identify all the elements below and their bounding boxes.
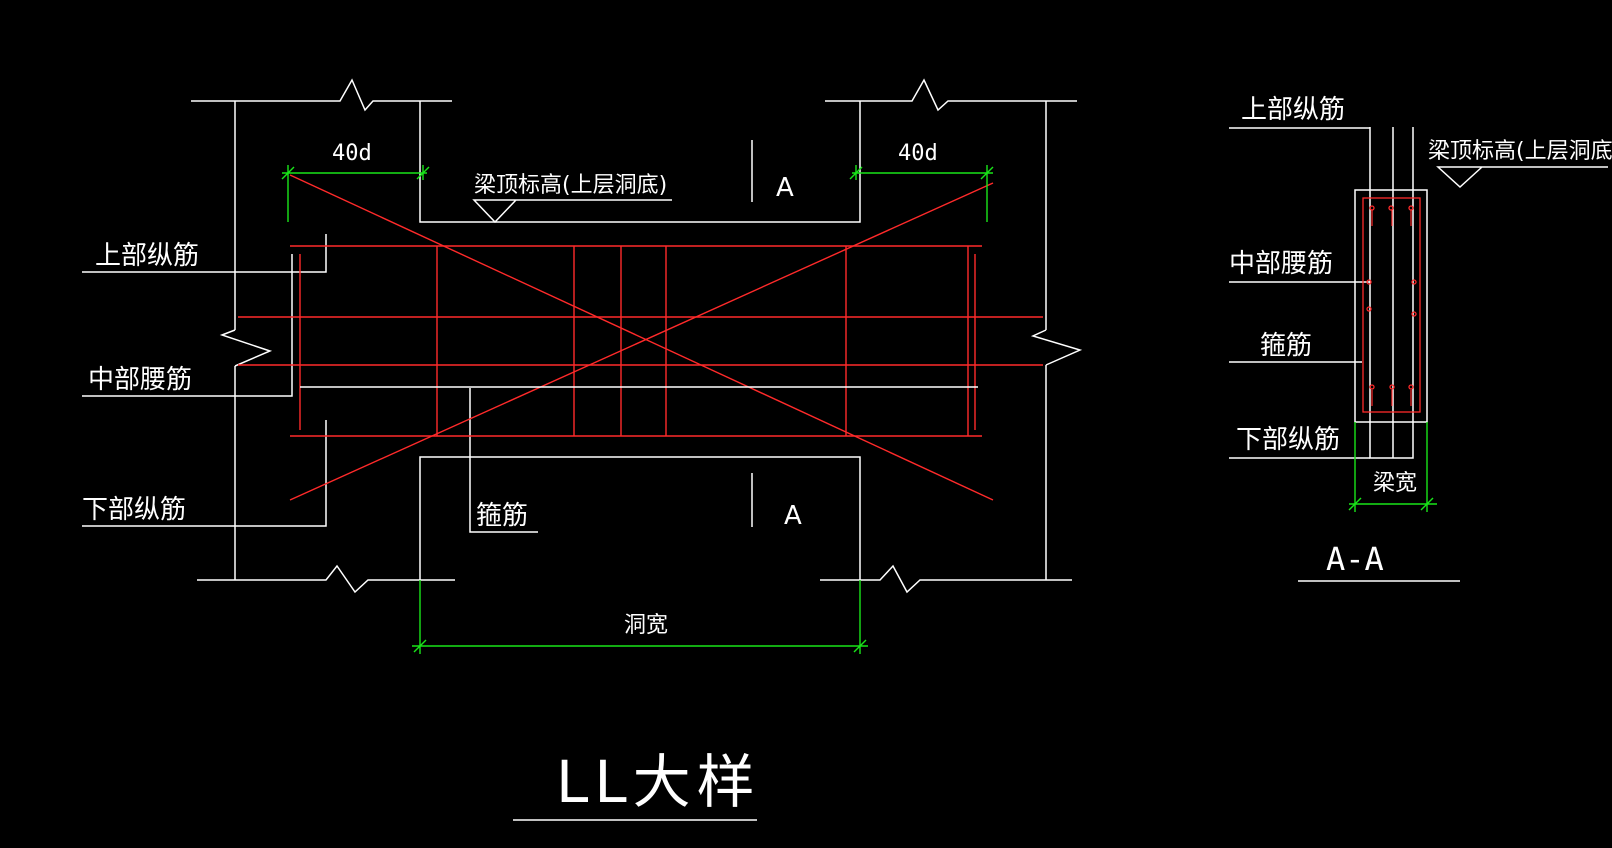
leader-bottom-bar xyxy=(82,420,327,527)
dim-label-opening-width: 洞宽 xyxy=(624,613,668,638)
stirrups xyxy=(436,246,969,436)
diagonal-bar-1 xyxy=(289,174,994,501)
rebar-elevation xyxy=(238,174,1043,501)
lower-opening-outline xyxy=(419,456,861,580)
section-beam-top-elevation-marker xyxy=(1436,166,1608,189)
main-elevation-view xyxy=(82,78,1083,594)
dim-label-40d-left: 40d xyxy=(332,141,372,166)
label-middle-waist-bar: 中部腰筋 xyxy=(88,365,192,395)
leader-mid-bar xyxy=(82,254,293,397)
label-top-longitudinal-bar: 上部纵筋 xyxy=(95,241,199,271)
section-label-top-bar: 上部纵筋 xyxy=(1241,95,1345,125)
dim-opening-width xyxy=(412,580,868,654)
drawing-title-ll-detail: LL大样 xyxy=(556,748,761,816)
section-stirrup xyxy=(1362,197,1421,413)
section-wall-outline xyxy=(1369,127,1414,459)
dim-40d-left xyxy=(281,165,430,222)
dimension-section-width xyxy=(1348,422,1437,512)
left-wall-outline xyxy=(191,78,455,594)
dim-40d-right xyxy=(849,165,994,222)
section-label-mid-bar: 中部腰筋 xyxy=(1229,249,1333,279)
section-dim-label-beam-width: 梁宽 xyxy=(1373,471,1417,496)
beam-top-elevation-marker xyxy=(472,199,672,224)
beam-top-elevation-label: 梁顶标高(上层洞底) xyxy=(474,173,667,198)
rebar-section xyxy=(1362,197,1421,413)
upper-opening-outline xyxy=(419,101,861,223)
dimension-lines-main xyxy=(281,165,994,654)
section-label-stirrup: 箍筋 xyxy=(1260,331,1312,361)
section-label-beam-top-elevation: 梁顶标高(上层洞底) xyxy=(1428,139,1612,164)
diagonal-bar-2 xyxy=(289,182,994,501)
right-wall-outline xyxy=(820,78,1083,594)
section-mark-a-top: A xyxy=(776,173,794,203)
label-stirrup: 箍筋 xyxy=(476,501,528,531)
section-a-a-view xyxy=(1229,127,1608,582)
dim-label-40d-right: 40d xyxy=(898,141,938,166)
label-bottom-longitudinal-bar: 下部纵筋 xyxy=(82,495,186,525)
section-title-a-a: A-A xyxy=(1326,540,1384,578)
section-label-bottom-bar: 下部纵筋 xyxy=(1236,425,1340,455)
section-bar-dots xyxy=(1366,205,1417,390)
section-mark-a-bottom: A xyxy=(784,501,802,531)
section-beam-outline xyxy=(1354,189,1428,423)
